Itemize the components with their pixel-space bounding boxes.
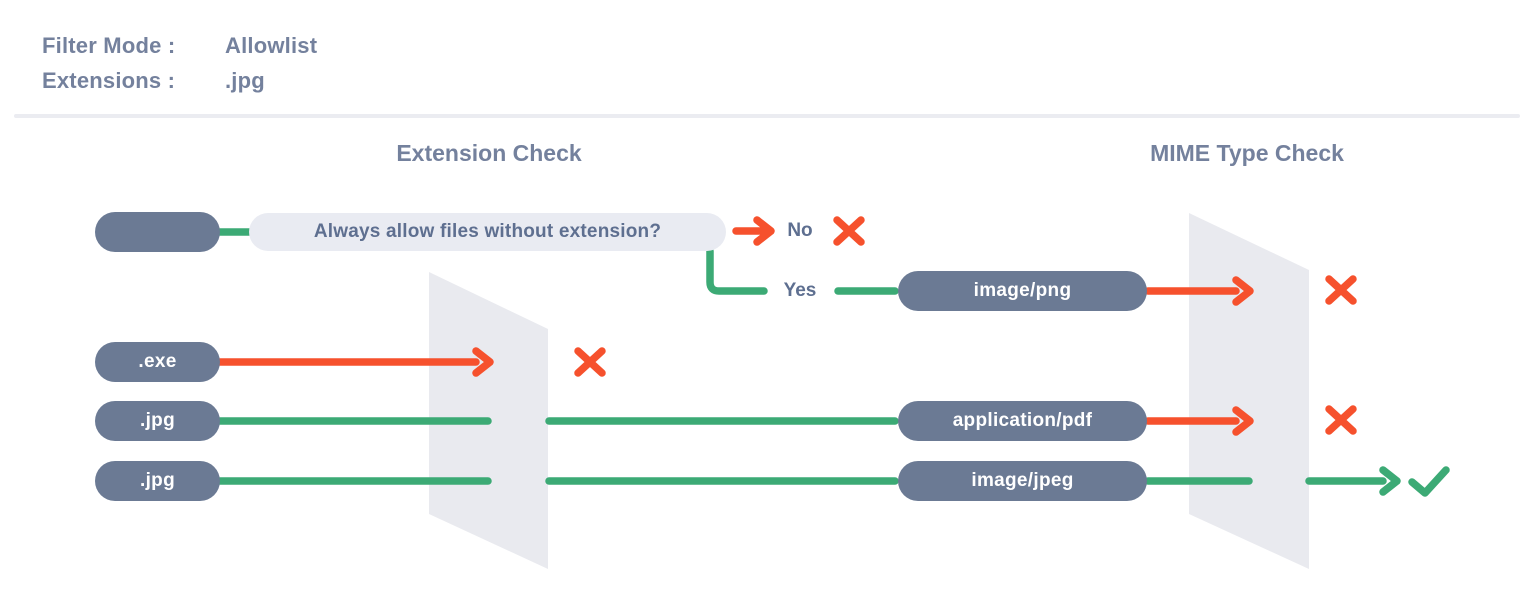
check-icon: [1408, 466, 1450, 497]
yes-branch-label: Yes: [783, 280, 817, 301]
filter-mode-value: Allowlist: [225, 33, 318, 58]
image-png-pill: image/png: [898, 271, 1147, 311]
arrow-right-icon: [1144, 406, 1254, 436]
extension-check-title: Extension Check: [396, 140, 582, 166]
arrow-right-icon: [732, 216, 775, 246]
x-icon: [1325, 405, 1357, 435]
mime-type-check-title: MIME Type Check: [1150, 140, 1344, 166]
extensions-label: Extensions :: [42, 68, 176, 93]
filter-mode-label: Filter Mode :: [42, 33, 176, 58]
extensions-value: .jpg: [225, 68, 265, 93]
application-pdf-pill: application/pdf: [898, 401, 1147, 441]
exe-pill: .exe: [95, 342, 220, 382]
jpg-pill-1: .jpg: [95, 401, 220, 441]
no-extension-pill: [95, 212, 220, 252]
image-jpeg-pill: image/jpeg: [898, 461, 1147, 501]
branch-line: [706, 247, 768, 295]
x-icon: [1325, 275, 1357, 305]
header-divider: [14, 114, 1520, 118]
question-label: Always allow files without extension?: [249, 213, 726, 251]
jpg-pill-2: .jpg: [95, 461, 220, 501]
mime-check-panel: [1189, 213, 1309, 569]
no-branch-label: No: [787, 220, 813, 241]
arrow-right-icon: [1305, 466, 1401, 496]
arrow-right-icon: [216, 347, 494, 377]
arrow-right-icon: [1144, 276, 1254, 306]
x-icon: [833, 216, 865, 246]
x-icon: [574, 347, 606, 377]
